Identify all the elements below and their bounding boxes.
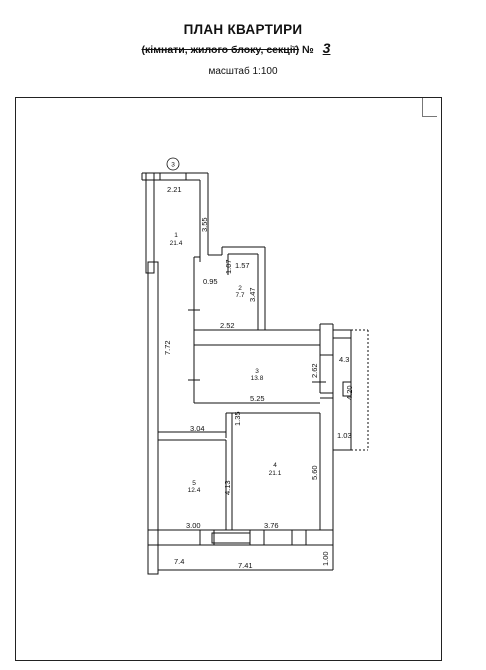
balcony-door-mark xyxy=(342,381,352,397)
room-2-area: 7.7 xyxy=(235,292,244,299)
subtitle-number-sign: № xyxy=(302,44,314,56)
wall-segment xyxy=(145,172,155,274)
room-5-number: 5 xyxy=(192,480,196,487)
dimension-label: 1.00 xyxy=(321,551,330,566)
room-4-area: 21.1 xyxy=(269,470,282,477)
subtitle-struck-text: (кімнати, жилого блоку, секції) xyxy=(141,44,300,56)
dimension-label: 3.00 xyxy=(186,521,201,530)
room-2-number: 2 xyxy=(238,285,242,292)
dimension-label: 4.20 xyxy=(345,385,354,400)
dimension-label: 4.13 xyxy=(223,480,232,495)
dimension-label: 7.72 xyxy=(163,340,172,355)
dimension-label: 7.41 xyxy=(238,561,253,570)
dimension-label: 2.52 xyxy=(220,321,235,330)
dimension-label: 5.25 xyxy=(250,394,265,403)
dimension-label: 2.21 xyxy=(167,185,182,194)
room-1-area: 21.4 xyxy=(170,240,183,247)
window-mark xyxy=(249,529,265,546)
frame-corner-mark xyxy=(422,98,437,117)
room-1-number: 1 xyxy=(174,232,178,239)
wall-left-outer xyxy=(147,261,159,575)
plan-title: ПЛАН КВАРТИРИ xyxy=(183,22,303,37)
dimension-label: 5.60 xyxy=(310,465,319,480)
dimension-label: 3.55 xyxy=(200,217,209,232)
window-mark xyxy=(199,529,215,546)
window-mark xyxy=(211,532,251,544)
room-5-area: 12.4 xyxy=(188,487,201,494)
plan-subtitle: (кімнати, жилого блоку, секції) № 3 xyxy=(0,40,486,56)
dimension-label: 1.03 xyxy=(337,431,352,440)
window-mark xyxy=(291,529,307,546)
room-3-area: 13.8 xyxy=(251,375,264,382)
apartment-marker-circle xyxy=(166,157,180,171)
dimension-label: 2.62 xyxy=(310,363,319,378)
dimension-label: 7.4 xyxy=(174,557,184,566)
dimension-label: 3.04 xyxy=(190,424,205,433)
drawing-frame xyxy=(15,97,442,661)
dimension-label: 3.47 xyxy=(248,287,257,302)
dimension-label: 3.76 xyxy=(264,521,279,530)
dimension-label: 0.95 xyxy=(203,277,218,286)
dimension-label: 1.35 xyxy=(233,411,242,426)
room-3-number: 3 xyxy=(255,368,259,375)
dimension-label: 1.57 xyxy=(235,261,250,270)
dimension-label: 4.3 xyxy=(339,355,349,364)
plan-scale: масштаб 1:100 xyxy=(208,66,278,77)
apartment-marker-label: 3 xyxy=(171,162,175,169)
dimension-label: 1.07 xyxy=(224,259,233,274)
apartment-number: 3 xyxy=(322,40,331,56)
room-4-number: 4 xyxy=(273,462,277,469)
